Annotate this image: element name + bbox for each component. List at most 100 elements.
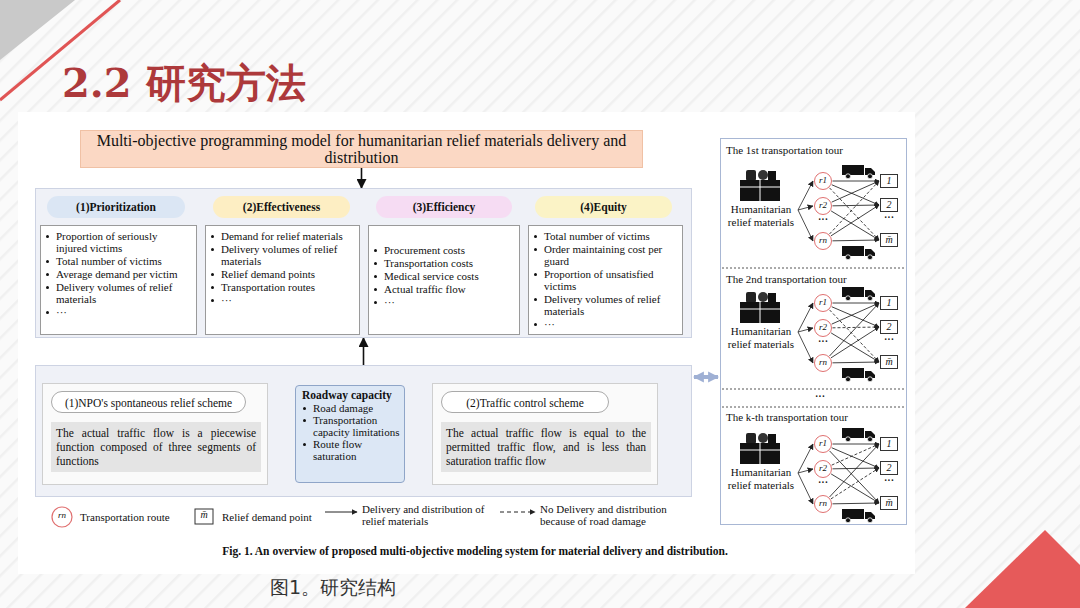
demand-label: m̄ — [881, 497, 897, 509]
supply-arrow — [798, 473, 813, 504]
list-item: Relief demand points — [210, 268, 353, 280]
separator — [722, 407, 905, 408]
list-item: Delivery volumes of relief materials — [210, 243, 353, 267]
bullet — [374, 301, 377, 304]
criterion-pill: (4)Equity — [535, 196, 672, 218]
list-item: Total number of victims — [45, 255, 190, 267]
ellipsis: ··· — [800, 391, 840, 403]
separator — [722, 268, 905, 269]
relief-icon — [740, 292, 780, 323]
list-item: Demand for relief materials — [210, 230, 353, 242]
demand-point: m̄ — [880, 355, 898, 369]
demand-point: 1 — [880, 296, 898, 310]
panel-label: Humanitarian relief materials — [720, 203, 802, 228]
demand-label: m̄ — [881, 234, 897, 246]
list-item: ··· — [45, 306, 190, 318]
demand-point: 2 — [880, 320, 898, 334]
bullet — [534, 235, 537, 238]
route-connector — [832, 205, 879, 207]
demand-label: 2 — [881, 199, 897, 211]
item-text: Route flow saturation — [313, 438, 400, 462]
bullet — [211, 286, 214, 289]
route-label: r2 — [815, 461, 831, 476]
route-connector — [832, 185, 879, 205]
ellipsis: ··· — [812, 477, 834, 489]
route-connector — [831, 327, 879, 358]
scheme-title: (2)Traffic control scheme — [441, 391, 609, 413]
bullet — [303, 443, 306, 446]
figure-caption: Fig. 1. An overview of proposed multi-ob… — [150, 545, 800, 558]
list-item: Medical service costs — [373, 270, 513, 282]
supply-arrow — [798, 444, 813, 473]
route-circle: r2 — [814, 197, 832, 215]
slide-title: 2.2 研究方法 — [62, 60, 306, 106]
list-item: Transportation capacity limitations — [302, 414, 400, 438]
scheme-body: The actual traffic flow is equal to the … — [441, 422, 651, 472]
panel-ground — [720, 138, 907, 525]
truck-icon — [842, 509, 875, 523]
scheme-box: (1)NPO's spontaneous relief schemeThe ac… — [42, 383, 268, 485]
tour-separators — [722, 268, 905, 407]
route-connector — [832, 444, 879, 465]
route-connector — [832, 181, 879, 202]
route-connector — [832, 240, 879, 242]
relief-icon — [740, 170, 780, 201]
route-connector — [830, 310, 879, 362]
bullet — [534, 273, 537, 276]
criterion-pill: (3)Efficiency — [376, 196, 512, 218]
route-connector — [831, 474, 879, 503]
pill-text: (2)Effectiveness — [213, 196, 350, 218]
legend-route-sample — [52, 507, 72, 527]
item-text: Delivery volumes of relief materials — [544, 293, 676, 317]
item-text: Proportion of seriously injured victims — [56, 230, 190, 254]
supply-arrow — [798, 210, 813, 241]
bullet — [534, 248, 537, 251]
capacity-title: Roadway capacity — [302, 389, 400, 401]
supply-arrow — [798, 303, 813, 332]
ellipsis: ··· — [878, 212, 900, 224]
route-label: rn — [815, 496, 831, 511]
criterion-list: Procurement costsTransportation costsMed… — [368, 225, 520, 335]
group-panel: (1)PrioritizationProportion of seriously… — [35, 188, 692, 338]
list-item: Average demand per victim — [45, 268, 190, 280]
bullet — [211, 273, 214, 276]
demand-point: 2 — [880, 198, 898, 212]
demand-label: 1 — [881, 175, 897, 187]
route-connector — [833, 181, 880, 182]
route-circle: r2 — [814, 460, 832, 478]
separator — [722, 389, 905, 390]
bullet — [374, 288, 377, 291]
item-text: Average demand per victim — [56, 268, 178, 280]
bullet — [211, 235, 214, 238]
flow-arrow — [694, 375, 718, 379]
item-text: Order maintaining cost per guard — [544, 243, 676, 267]
route-connector — [832, 503, 879, 505]
item-text: Total number of victims — [544, 230, 650, 242]
item-text: Road damage — [313, 402, 373, 414]
list-item: Delivery volumes of relief materials — [533, 293, 676, 317]
slide-caption: 图1。研究结构 — [270, 577, 396, 599]
route-connector — [832, 362, 879, 364]
demand-point: 1 — [880, 174, 898, 188]
route-connector — [832, 448, 879, 468]
route-connector — [829, 444, 879, 497]
route-connector — [832, 307, 879, 327]
item-text: ··· — [384, 296, 395, 308]
route-circle: r2 — [814, 319, 832, 337]
list-item: Actual traffic flow — [373, 283, 513, 295]
route-connector — [830, 188, 879, 240]
list-item: Procurement costs — [373, 244, 513, 256]
item-text: Procurement costs — [384, 244, 465, 256]
capacity-box: Roadway capacityRoad damageTransportatio… — [295, 385, 405, 483]
legend-demand-sample — [195, 509, 213, 524]
list-item: Delivery volumes of relief materials — [45, 281, 190, 305]
list-item: Road damage — [302, 402, 400, 414]
route-circle: rn — [814, 495, 832, 513]
criterion-pill: (2)Effectiveness — [213, 196, 350, 218]
truck-icon — [842, 287, 875, 301]
demand-label: 2 — [881, 462, 897, 474]
demand-point: 1 — [880, 437, 898, 451]
list-item: Transportation routes — [210, 281, 353, 293]
route-circle: rn — [814, 232, 832, 250]
